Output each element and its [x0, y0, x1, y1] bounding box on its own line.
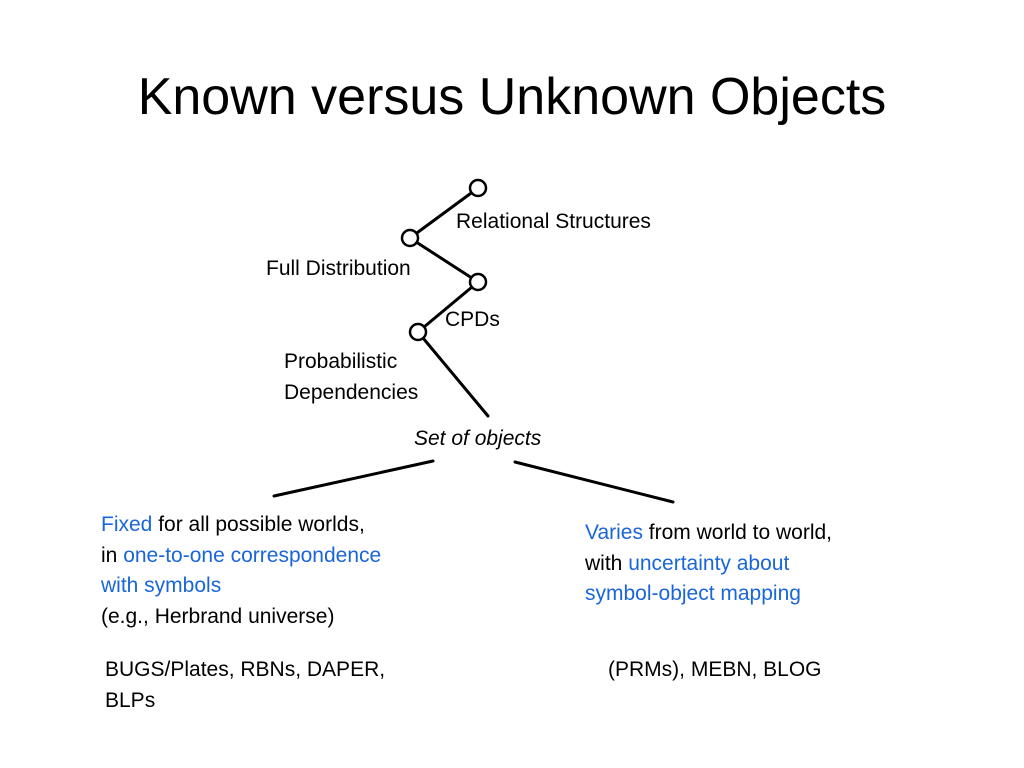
- left-line-3: with symbols: [101, 574, 222, 597]
- right-examples: (PRMs), MEBN, BLOG: [608, 658, 822, 681]
- edge-cpds-probabilistic: [416, 280, 480, 334]
- right-line-3: symbol-object mapping: [585, 582, 801, 605]
- node-full-distribution: [400, 228, 420, 248]
- slide-title: Known versus Unknown Objects: [137, 68, 887, 126]
- left-examples-line-2: BLPs: [105, 688, 156, 712]
- right-line-1: Varies from world to world,: [585, 521, 833, 544]
- edge-probabilistic-set: [416, 330, 490, 418]
- label-probabilistic: Probabilistic: [284, 350, 398, 373]
- left-line-4: (e.g., Herbrand universe): [101, 604, 335, 628]
- label-cpds: CPDs: [445, 308, 500, 331]
- label-full-distribution: Full Distribution: [266, 257, 411, 280]
- node-cpds: [468, 272, 488, 292]
- label-relational-structures: Relational Structures: [456, 210, 651, 233]
- left-highlight-correspondence: one-to-one correspondence: [123, 543, 382, 567]
- edge-full-cpds: [408, 236, 480, 284]
- label-set-of-objects: Set of objects: [414, 427, 542, 450]
- right-highlight-varies: Varies: [585, 521, 643, 544]
- right-line-2: with uncertainty about: [585, 551, 790, 575]
- right-branch-description: Varies from world to world, with uncerta…: [585, 518, 832, 610]
- left-highlight-fixed: Fixed: [101, 513, 153, 536]
- edge-set-right-branch: [513, 460, 675, 504]
- right-highlight-uncertainty: uncertainty about: [628, 551, 790, 575]
- node-probabilistic-dependencies: [408, 322, 428, 342]
- edge-relational-full: [408, 186, 480, 240]
- left-examples-line-1: BUGS/Plates, RBNs, DAPER,: [105, 658, 386, 681]
- edge-set-left-branch: [272, 459, 435, 498]
- label-dependencies: Dependencies: [284, 381, 419, 404]
- left-line-1: Fixed for all possible worlds,: [101, 513, 365, 536]
- node-relational-structures: [468, 178, 488, 198]
- left-examples: BUGS/Plates, RBNs, DAPER, BLPs: [105, 655, 385, 716]
- left-line-2: in one-to-one correspondence: [101, 543, 382, 567]
- left-branch-description: Fixed for all possible worlds, in one-to…: [101, 510, 381, 632]
